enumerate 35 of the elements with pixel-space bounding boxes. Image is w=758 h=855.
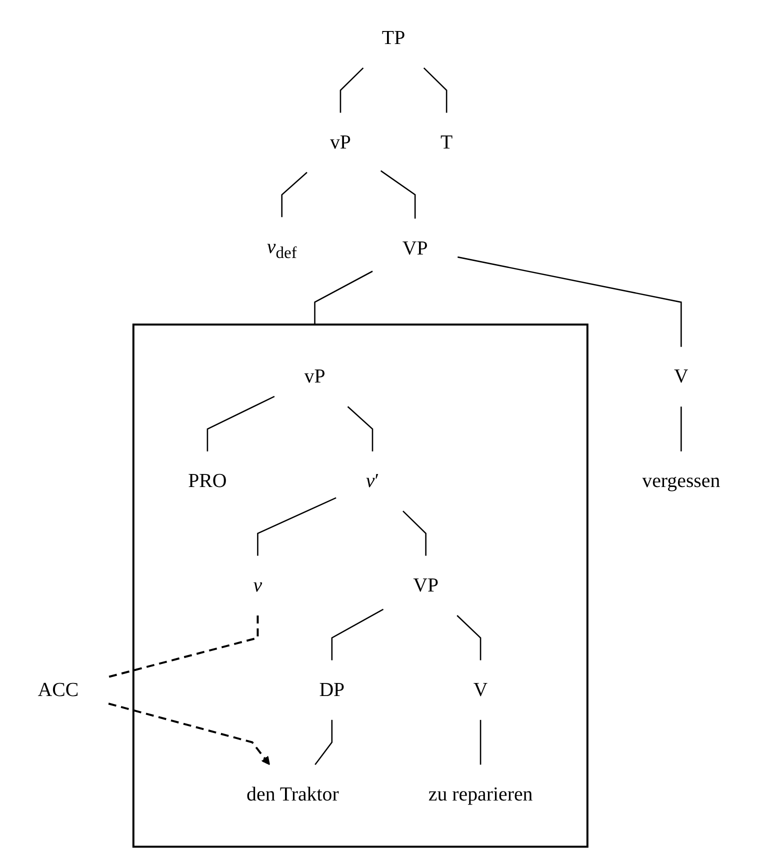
connector (456, 615, 482, 660)
connector (340, 67, 364, 113)
connector (480, 720, 482, 765)
node-text: vP (304, 366, 326, 388)
node-text: den Traktor (246, 784, 339, 806)
node-text: VP (413, 574, 439, 597)
node-text: PRO (188, 470, 227, 492)
node-text: VP (402, 238, 428, 260)
node-text: v (253, 574, 262, 597)
connector (108, 615, 259, 678)
node-text: zu reparieren (428, 784, 533, 806)
connector (314, 270, 373, 325)
connector (281, 172, 308, 218)
node-text: vergessen (642, 470, 720, 492)
node-text: ACC (38, 679, 79, 702)
node-text: TP (382, 27, 406, 50)
node-text: T (440, 132, 453, 154)
connector (257, 497, 336, 556)
connector (206, 396, 275, 452)
connector (331, 608, 384, 660)
node-text: V (473, 679, 488, 702)
connector (680, 406, 682, 452)
node-text: v′ (366, 470, 380, 492)
node-text: V (674, 366, 688, 388)
node-text: DP (319, 679, 345, 702)
cluster (132, 324, 588, 848)
connector (423, 67, 448, 113)
node-text: vP (330, 132, 351, 154)
connector (314, 720, 333, 766)
connector (347, 406, 374, 452)
connector (402, 510, 426, 556)
arrow (108, 702, 270, 766)
node-text: v$_{def}$ (266, 236, 297, 262)
connector (380, 170, 416, 219)
connector (458, 256, 682, 347)
